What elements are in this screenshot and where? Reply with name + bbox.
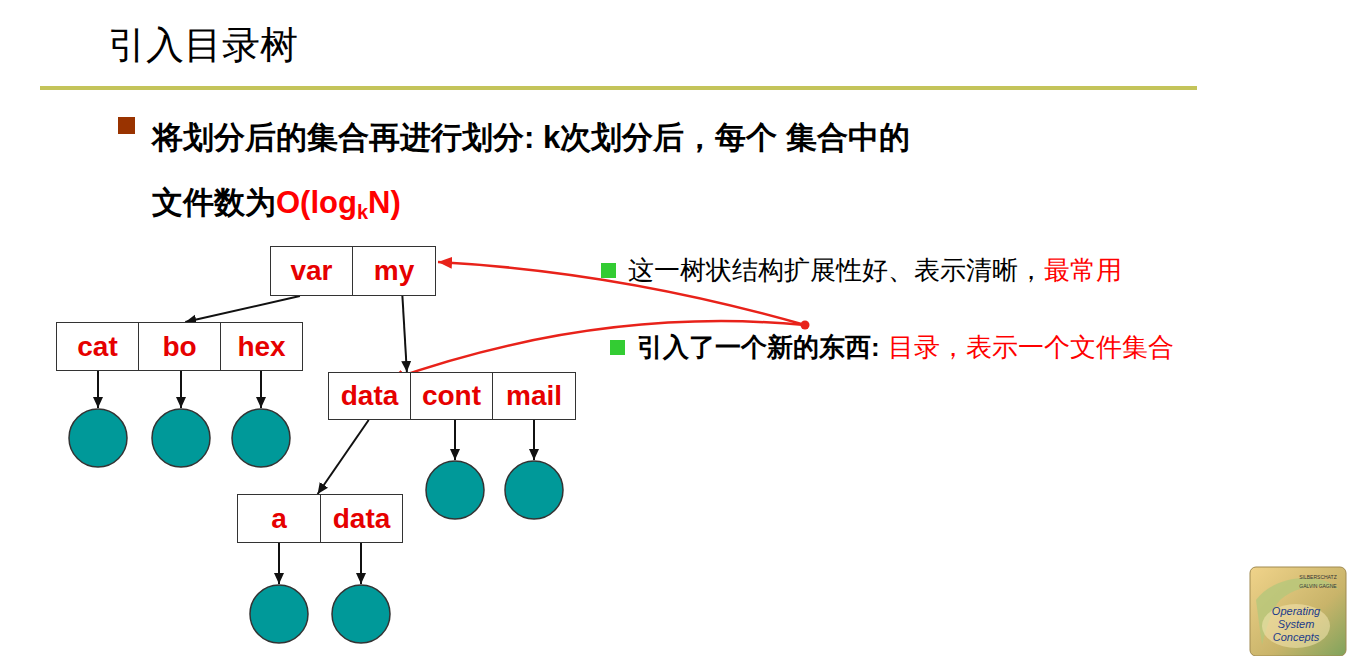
entry-name: a — [271, 505, 287, 533]
slide-title: 引入目录树 — [108, 20, 298, 71]
label-text: SILBERSCHATZ GALVIN GAGNE — [1299, 574, 1336, 589]
directory-entry: hex — [220, 322, 303, 371]
entry-name: data — [333, 505, 391, 533]
tree-connector — [402, 296, 406, 372]
label-text: O(log — [276, 185, 357, 220]
label-text: N) — [368, 185, 401, 220]
directory-entry: cat — [56, 322, 139, 371]
label-text: 目录，表示一个文件集合 — [888, 332, 1174, 362]
bullet-square — [118, 117, 135, 134]
title-rule — [40, 86, 1197, 90]
text-block: 引入了一个新的东西: 目录，表示一个文件集合 — [637, 329, 1347, 369]
entry-name: hex — [237, 333, 285, 361]
entry-name: var — [290, 257, 332, 285]
tree-connector — [318, 420, 369, 494]
directory-entry: my — [352, 246, 436, 296]
subscript: k — [357, 201, 368, 223]
entry-name: mail — [506, 382, 562, 410]
text-block: 这一树状结构扩展性好、表示清晰，最常用 — [628, 252, 1328, 292]
text-block: SILBERSCHATZ GALVIN GAGNE — [1298, 571, 1338, 589]
directory-entry: data — [328, 372, 411, 420]
callout-dot — [801, 321, 810, 330]
entry-name: data — [341, 382, 399, 410]
label-text: 这一树状结构扩展性好、表示清晰， — [628, 255, 1044, 285]
entry-name: my — [374, 257, 414, 285]
text-block: 将划分后的集合再进行划分: k次划分后，每个 集合中的文件数为O(logkN) — [152, 108, 922, 242]
label-text: 引入了一个新的东西: — [637, 332, 880, 362]
entry-name: bo — [162, 333, 196, 361]
directory-entry: mail — [492, 372, 576, 420]
directory-entry: cont — [410, 372, 493, 420]
file-circles — [69, 409, 563, 643]
entry-name: cont — [422, 382, 481, 410]
tree-connector — [185, 296, 300, 322]
book-logo — [1250, 567, 1346, 656]
directory-entry: a — [237, 494, 321, 543]
bullet-square — [610, 340, 625, 355]
directory-entry: var — [270, 246, 353, 296]
label-text: 将划分后的集合再进行划分: k次划分后，每个 集合中的文件数为 — [152, 120, 910, 220]
label-text: 最常用 — [1044, 255, 1122, 285]
directory-entry: bo — [138, 322, 221, 371]
text-block: Operating System Concepts — [1260, 604, 1332, 643]
bullet-square — [601, 263, 616, 278]
label-text: Operating System Concepts — [1272, 605, 1320, 643]
file-arrows — [98, 371, 534, 584]
directory-entry: data — [320, 494, 403, 543]
entry-name: cat — [77, 333, 117, 361]
